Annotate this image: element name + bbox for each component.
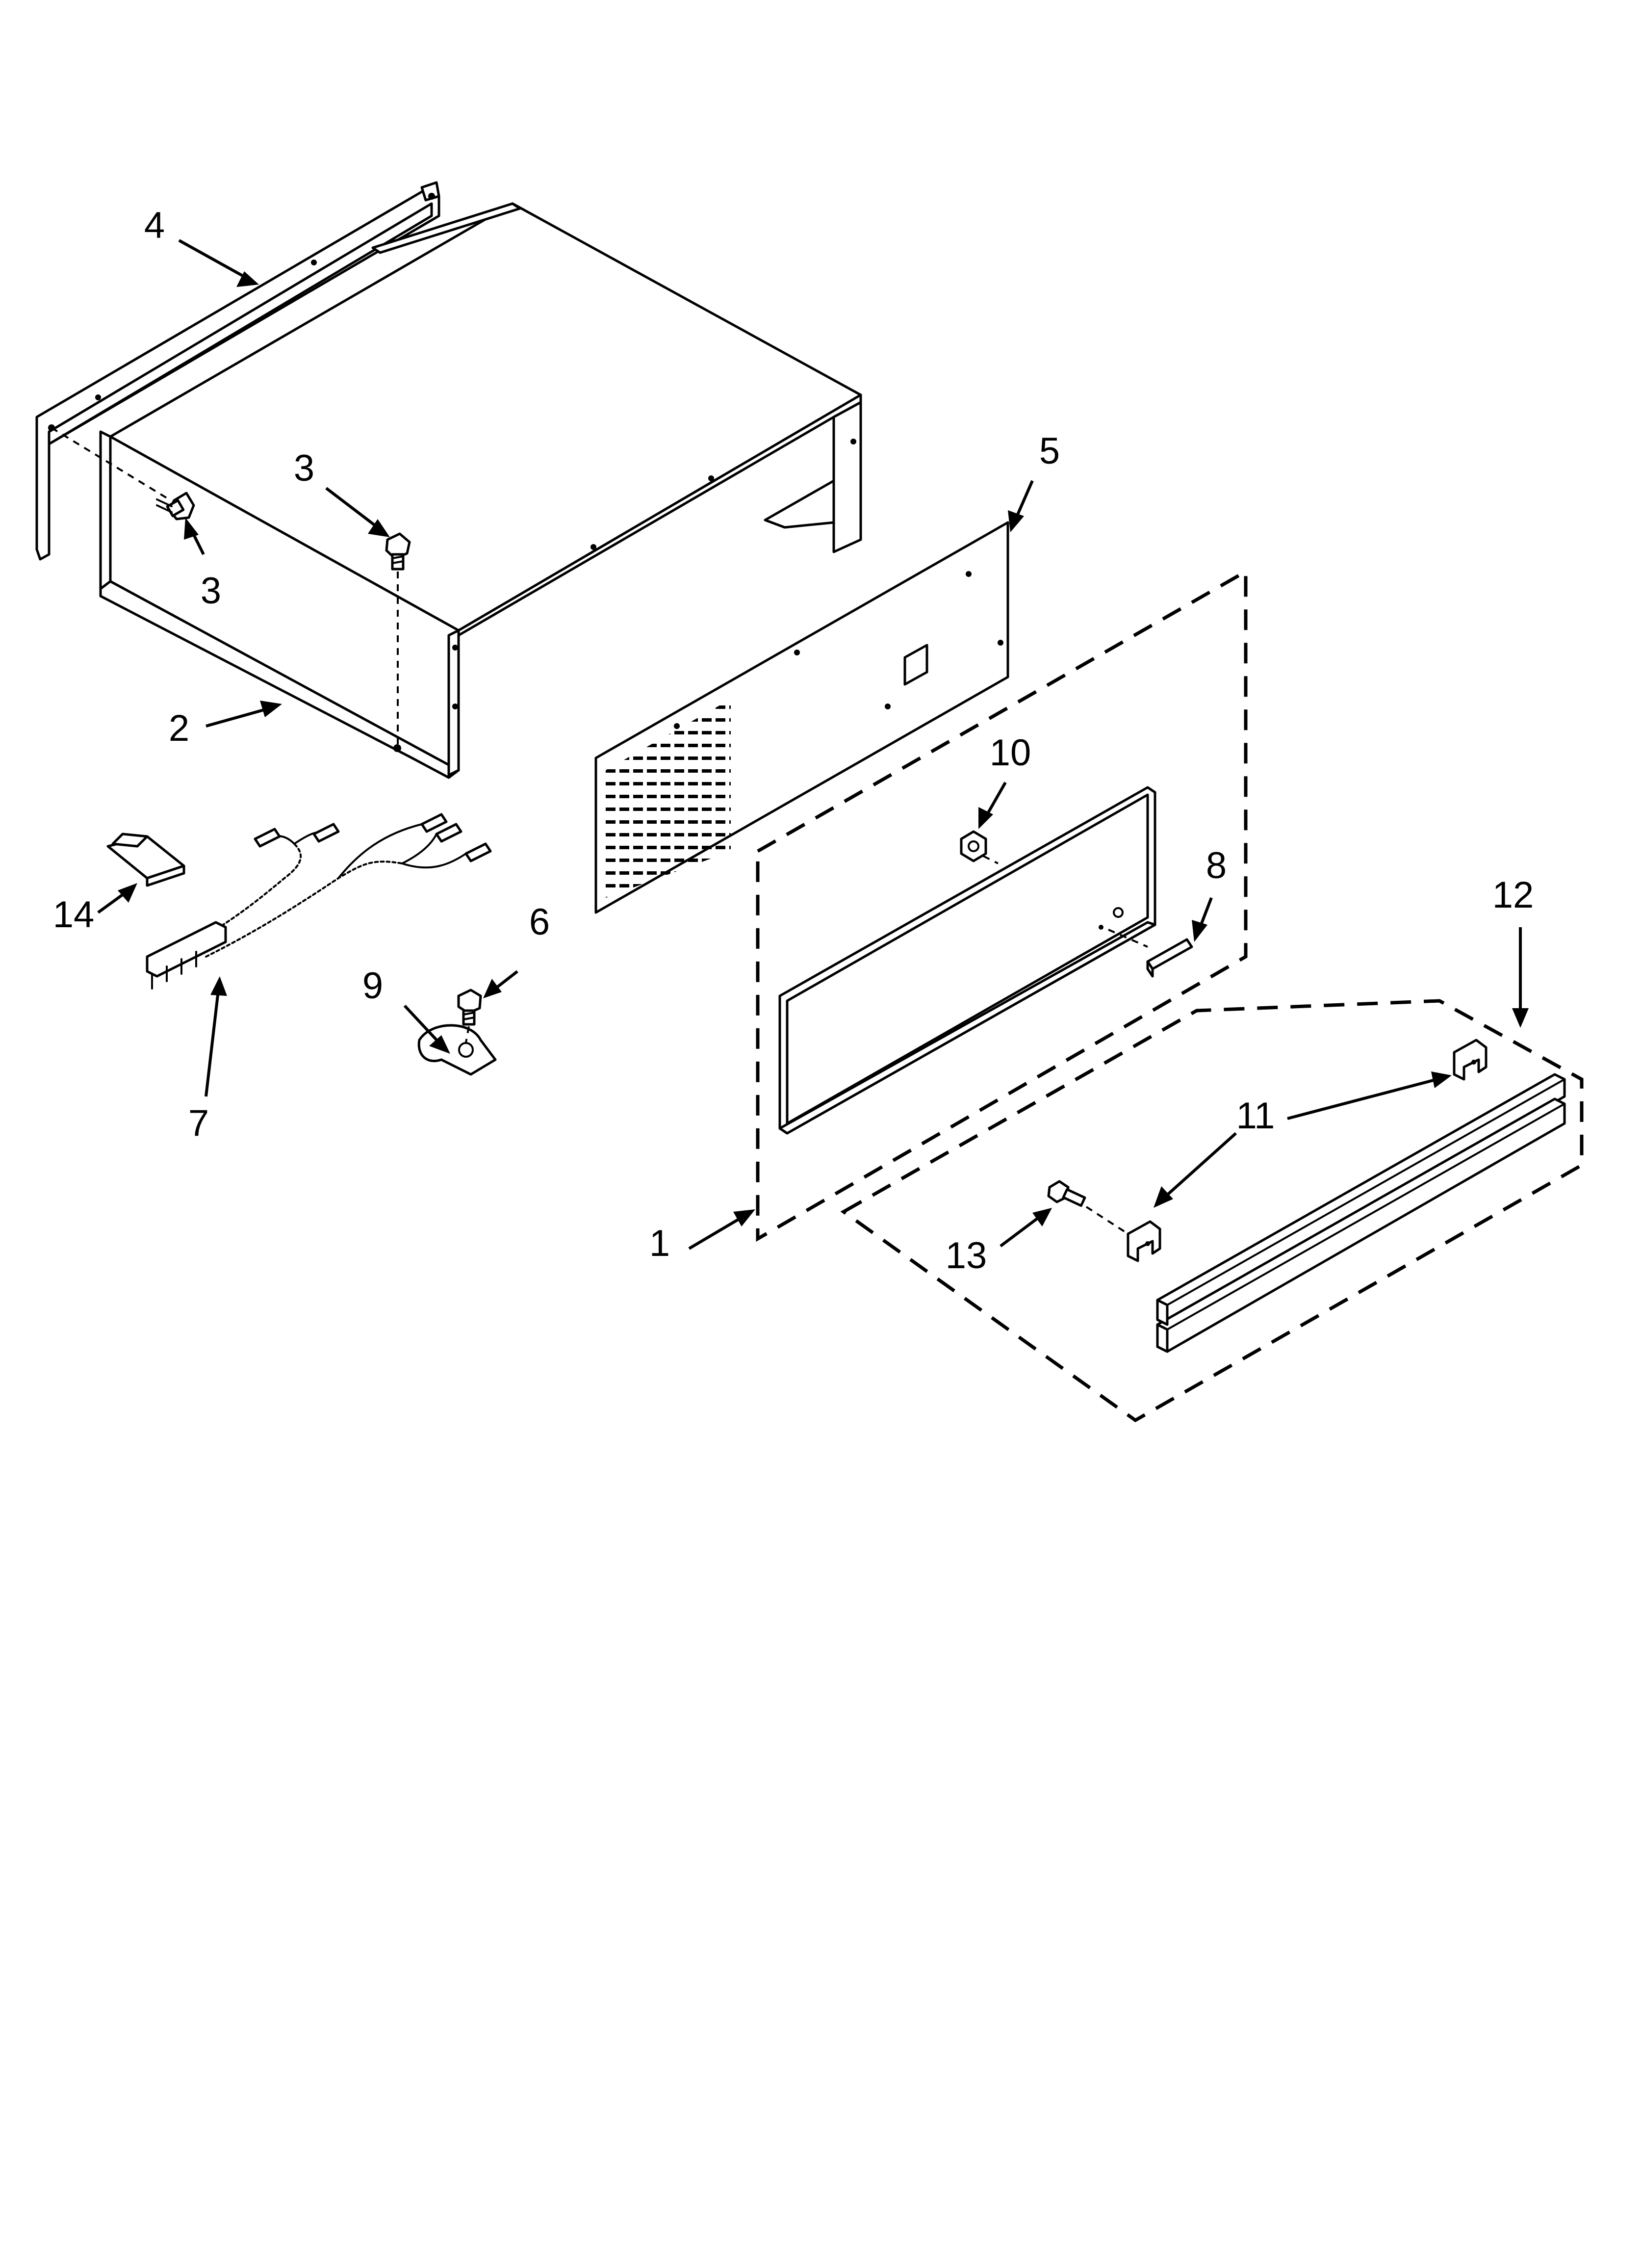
toe-kick-bar — [1156, 1073, 1566, 1353]
front-panel-assembly-outline — [756, 568, 1248, 1242]
callout-4: 4 — [144, 205, 165, 246]
callout-2: 2 — [169, 707, 189, 749]
callout-13: 13 — [946, 1235, 987, 1277]
wire-harness — [146, 813, 492, 990]
callout-7: 7 — [188, 1102, 209, 1144]
callout-3-top: 3 — [294, 447, 314, 489]
clip-lower — [1127, 1220, 1161, 1262]
clamp-screw — [457, 989, 482, 1043]
callout-1: 1 — [649, 1223, 670, 1264]
screw-top — [385, 532, 411, 748]
wire-clamp — [417, 1024, 497, 1076]
rear-vent-panel — [594, 521, 1009, 914]
callout-5: 5 — [1039, 430, 1060, 472]
screw-left — [51, 427, 195, 521]
clip-screw — [1047, 1180, 1129, 1235]
callout-12: 12 — [1492, 874, 1534, 916]
clip-upper — [1453, 1039, 1488, 1081]
callout-10: 10 — [990, 732, 1031, 774]
callout-14: 14 — [53, 894, 95, 936]
leader-lines — [97, 239, 1529, 1250]
front-panel — [778, 786, 1156, 1135]
connector-clip — [106, 833, 185, 887]
callout-3-left: 3 — [201, 570, 221, 612]
callout-9: 9 — [362, 965, 383, 1007]
callout-6: 6 — [529, 901, 550, 943]
nameplate-badge — [1146, 938, 1193, 978]
callout-8: 8 — [1206, 845, 1227, 886]
toe-kick-assembly-outline — [840, 999, 1584, 1423]
rear-mounting-strip — [35, 181, 440, 561]
cabinet-box — [99, 202, 862, 779]
nut — [960, 830, 987, 862]
callout-11: 11 — [1236, 1095, 1275, 1137]
